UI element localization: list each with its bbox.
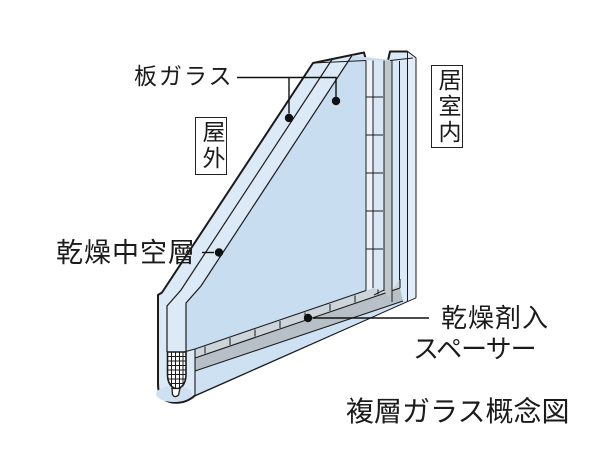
glass-below-spacer xyxy=(195,297,416,395)
glass-face xyxy=(186,55,400,351)
spacer-right-mid-strip xyxy=(373,60,384,291)
spacer-right-gray-strip xyxy=(384,60,392,302)
plate-glass-dot-inner xyxy=(331,96,341,106)
label-desiccant-spacer-line2: スペーサー xyxy=(413,335,537,364)
spacer-bottom-lines xyxy=(183,279,404,372)
leader-dots xyxy=(214,96,341,323)
spacer-right-lines xyxy=(365,60,400,302)
plate-glass-leader xyxy=(237,76,337,114)
outer-pane-inner-edge-line xyxy=(166,59,333,352)
spacer-right-white-strip xyxy=(366,60,373,291)
inner-pane-outer-edge-line xyxy=(185,55,353,351)
desiccant-grid xyxy=(167,352,186,389)
label-plate-glass: 板ガラス xyxy=(134,64,234,89)
spacer-right-light-strip xyxy=(392,60,400,291)
plate-glass-dot-outer xyxy=(284,113,294,123)
label-outdoor-box: 屋外 xyxy=(195,117,227,175)
label-desiccant-spacer-line1: 乾燥剤入 xyxy=(441,304,550,333)
spacer-dot xyxy=(303,313,313,323)
dry-air-dot xyxy=(214,248,224,257)
spacer-cross-section-foot xyxy=(171,387,181,398)
label-dry-air-layer: 乾燥中空層 xyxy=(56,238,196,268)
diagram-caption: 複層ガラス概念図 xyxy=(346,397,570,428)
layer-detail-lines xyxy=(194,57,414,395)
glass-right-edge-band xyxy=(407,52,416,301)
spacer-bottom-top-band xyxy=(195,279,400,358)
spacer-segment-ticks-right xyxy=(366,96,383,250)
spacer-bottom-gray-band xyxy=(195,288,403,371)
label-indoor-box: 居室内 xyxy=(431,65,463,148)
leader-lines xyxy=(202,76,429,319)
